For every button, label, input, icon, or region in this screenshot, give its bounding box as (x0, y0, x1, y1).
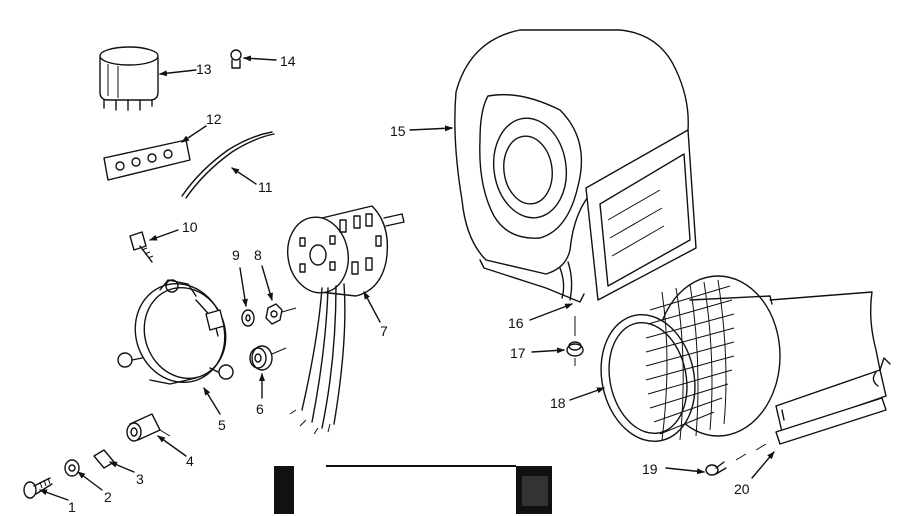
nut-part-8 (265, 303, 297, 325)
callout-2: 2 (104, 489, 112, 505)
callout-13: 13 (196, 61, 212, 77)
callout-12: 12 (206, 111, 222, 127)
callout-14: 14 (280, 53, 296, 69)
motor-mount-part (117, 279, 234, 385)
screw-part-19 (705, 443, 767, 476)
screw-part-1 (23, 477, 53, 499)
callout-17: 17 (510, 345, 526, 361)
callout-4: 4 (186, 453, 194, 469)
callout-5: 5 (218, 417, 226, 433)
callout-7: 7 (380, 323, 388, 339)
callout-10: 10 (182, 219, 198, 235)
callout-3: 3 (136, 471, 144, 487)
screw-part-14 (230, 49, 242, 69)
hub-part-4 (126, 413, 171, 442)
callout-labels: 1 2 3 4 5 6 7 8 9 10 11 12 13 14 15 16 1… (68, 53, 750, 515)
callout-8: 8 (254, 247, 262, 263)
blower-wheel-part (600, 275, 781, 443)
wire-part (181, 131, 275, 199)
callout-1: 1 (68, 499, 76, 515)
pin-part-3 (93, 449, 115, 469)
callout-18: 18 (550, 395, 566, 411)
callout-16: 16 (508, 315, 524, 331)
cutoff-panel-part (769, 291, 891, 445)
blower-housing-part (454, 29, 697, 303)
bolt-part-10 (129, 231, 154, 263)
grommet-part-6 (249, 345, 287, 371)
terminal-strip-part (103, 139, 191, 181)
callout-20: 20 (734, 481, 750, 497)
scale-bar (274, 465, 552, 514)
grommet-part-17 (566, 316, 584, 366)
motor-part (287, 205, 405, 435)
capacitor-part (99, 46, 159, 111)
callout-9: 9 (232, 247, 240, 263)
washer-part-2 (64, 459, 80, 477)
callout-6: 6 (256, 401, 264, 417)
leader-lines (39, 55, 775, 501)
callout-19: 19 (642, 461, 658, 477)
callout-15: 15 (390, 123, 406, 139)
washer-part-9 (241, 309, 255, 327)
callout-11: 11 (258, 179, 273, 195)
